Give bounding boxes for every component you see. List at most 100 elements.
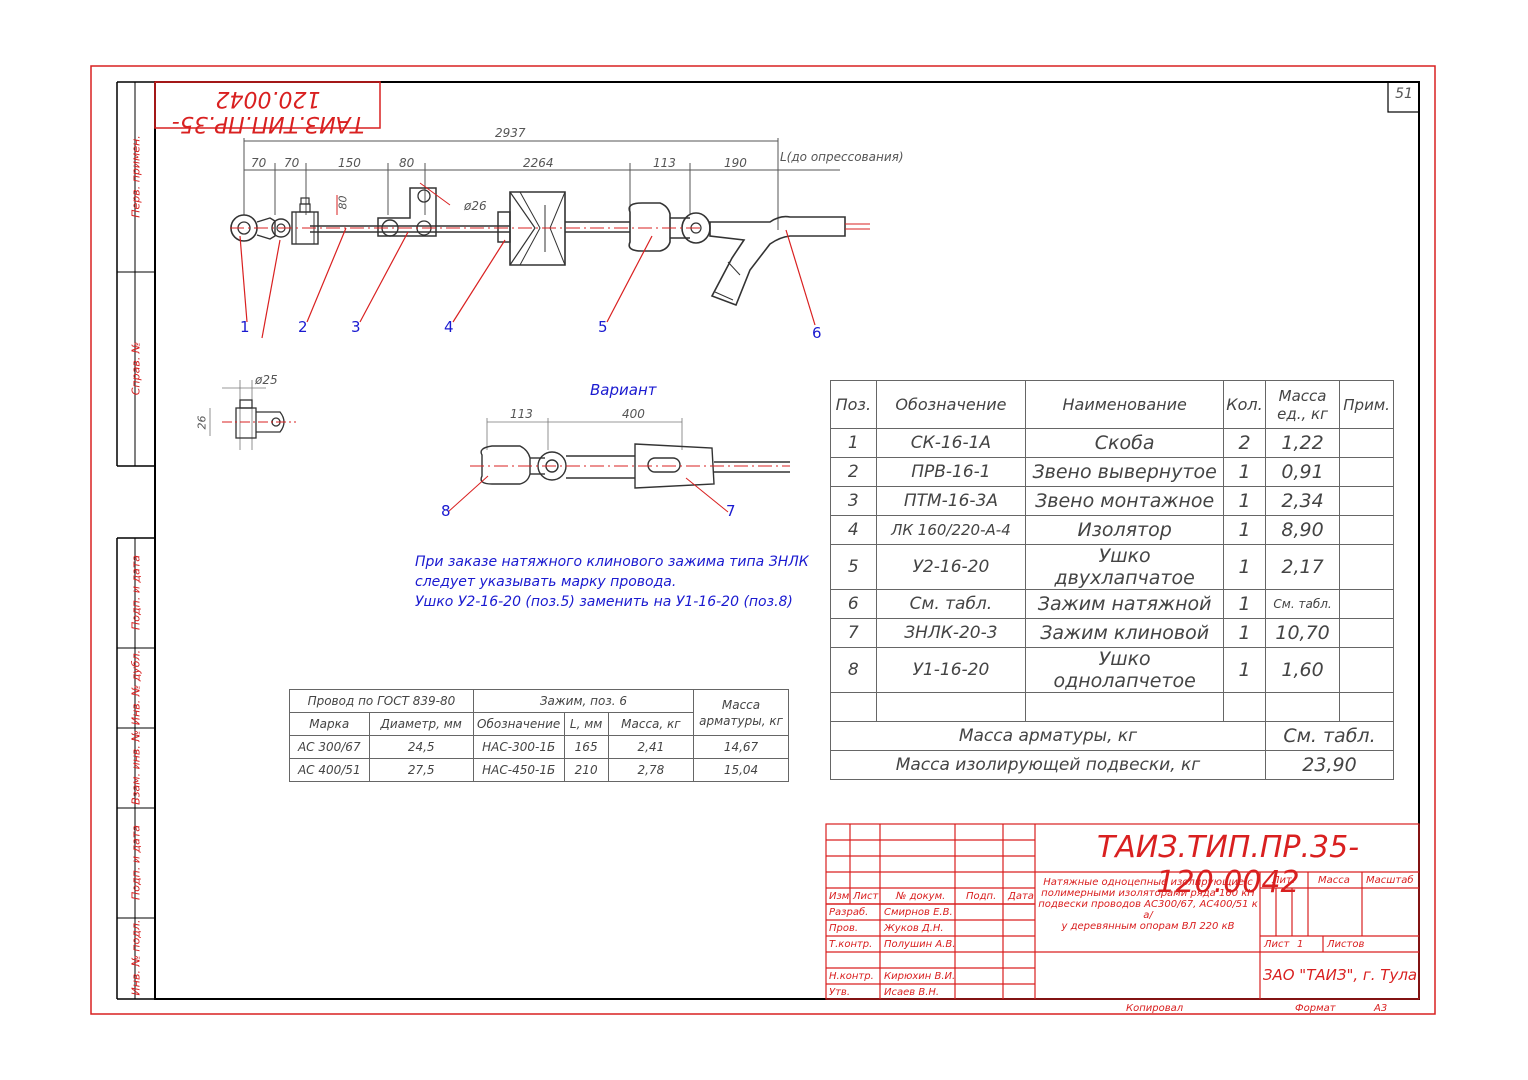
tb-lit: Лит. [1272,875,1296,886]
outer-frame [90,65,1436,1015]
wire-cell: 14,67 [693,735,789,759]
tb-person: Жуков Д.Н. [884,923,944,934]
wire-cell: НАС-300-1Б [472,735,565,759]
tb-masshtab: Масштаб [1366,875,1414,886]
table-row: 8 У1-16-20 Ушко однолапчетое 1 1,60 [830,647,1394,693]
wire-cell: 27,5 [368,758,474,782]
spec-cell: 2 [1223,428,1266,458]
table-row-empty [830,692,1394,722]
variant-title: Вариант [590,381,657,399]
tb-role: Пров. [829,923,859,934]
spec-cell: 1 [1223,647,1266,693]
dim-70a: 70 [251,156,267,170]
table-row: АС 400/51 27,5 НАС-450-1Б 210 2,78 15,04 [289,758,789,782]
total-suspension-label: Масса изолирующей подвески, кг [830,750,1266,780]
spec-cell [1339,486,1394,516]
order-note: При заказе натяжного клинового зажима ти… [415,552,809,612]
spec-cell [1339,589,1394,619]
spec-cell: У1-16-20 [875,647,1027,693]
tb-head-doc: № докум. [896,891,946,902]
spec-total-suspension: Масса изолирующей подвески, кг 23,90 [830,750,1395,780]
spec-cell: 8 [830,647,877,693]
wire-header-designation: Обозначение [472,712,565,736]
spec-cell: ПТМ-16-3А [875,486,1027,516]
spec-cell [1339,647,1394,693]
spec-header-note: Прим. [1339,380,1394,429]
spec-cell: См. табл. [1264,589,1341,619]
wire-header-clamp: Зажим, поз. 6 [472,689,695,713]
tb-head-list: Лист [853,891,879,902]
spec-cell: ЗНЛК-20-3 [875,618,1027,648]
sheet-number: 51 [1395,86,1413,102]
spec-cell: 1,22 [1264,428,1341,458]
tb-massa: Масса [1318,875,1350,886]
callout-1: 1 [240,318,250,336]
spec-cell: ПРВ-16-1 [875,457,1027,487]
variant-accents [447,465,790,513]
note-line: При заказе натяжного клинового зажима ти… [415,554,809,570]
callout-7: 7 [726,502,736,520]
tb-role: Утв. [829,987,850,998]
note-line: следует указывать марку провода. [415,574,677,590]
wire-cell: 24,5 [368,735,474,759]
wire-cell: НАС-450-1Б [472,758,565,782]
title-line: подвески проводов АС300/67, АС400/51 к а… [1038,899,1258,921]
callout-3: 3 [351,318,361,336]
spec-cell: 1 [1223,457,1266,487]
wire-header-massa: Масса, кг [607,712,695,736]
spec-cell: 10,70 [1264,618,1341,648]
spec-header-pos: Поз. [830,380,877,429]
variant-drawing [480,418,790,489]
inner-frame [154,81,1420,1000]
spec-cell: 1 [1223,589,1266,619]
spec-cell: Скоба [1025,428,1225,458]
spec-cell: Звено монтажное [1025,486,1225,516]
spec-cell: 1,60 [1264,647,1341,693]
table-row: 7 ЗНЛК-20-3 Зажим клиновой 1 10,70 [830,618,1394,648]
total-suspension-value: 23,90 [1264,750,1395,780]
dim-var113: 113 [510,407,533,421]
dim-80: 80 [399,156,415,170]
spec-cell: 1 [1223,544,1266,590]
tb-person: Кирюхин В.И. [884,971,956,982]
tb-list: Лист [1264,939,1290,950]
leader-lines [239,227,816,339]
wire-cell: 165 [563,735,609,759]
side-label-perv: Перв. примен. [129,135,143,218]
table-row: АС 300/67 24,5 НАС-300-1Б 165 2,41 14,67 [289,735,789,759]
title-block-code: ТАИЗ.ТИП.ПР.35-120.0042 [1096,830,1360,900]
footer-format-value: А3 [1374,1003,1388,1014]
tb-org: ЗАО "ТАИЗ", г. Тула [1262,966,1418,984]
tb-role: Н.контр. [829,971,874,982]
wire-cell: АС 400/51 [289,758,370,782]
tb-person: Смирнов Е.В. [884,907,953,918]
tb-listov: Листов [1327,939,1365,950]
wire-header-wire: Провод по ГОСТ 839-80 [289,689,474,713]
dim-dia26: ø26 [464,199,487,213]
wire-header-mass: Масса арматуры, кг [693,689,789,736]
wire-header-diameter: Диаметр, мм [368,712,474,736]
spec-header-name: Наименование [1025,380,1225,429]
tb-person: Исаев В.Н. [884,987,940,998]
dim-v80: 80 [336,195,350,210]
footer-kopiroval: Копировал [1126,1003,1184,1014]
spec-cell: Изолятор [1025,515,1225,545]
spec-cell: 1 [1223,618,1266,648]
wire-table: Провод по ГОСТ 839-80 Зажим, поз. 6 Масс… [289,689,789,782]
spec-cell: 8,90 [1264,515,1341,545]
spec-cell [1339,428,1394,458]
assembly-accents [230,182,870,230]
side-label-sprav: Справ. № [129,341,143,396]
dim-var400: 400 [622,407,645,421]
spec-cell: 4 [830,515,877,545]
spec-cell [1339,457,1394,487]
spec-header-mass: Масса ед., кг [1264,380,1341,429]
wire-cell: 15,04 [693,758,789,782]
spec-cell: 3 [830,486,877,516]
dim-70b: 70 [284,156,300,170]
spec-cell: 1 [1223,486,1266,516]
spec-cell: 6 [830,589,877,619]
spec-cell [1339,618,1394,648]
wire-header-grade: Марка [289,712,370,736]
